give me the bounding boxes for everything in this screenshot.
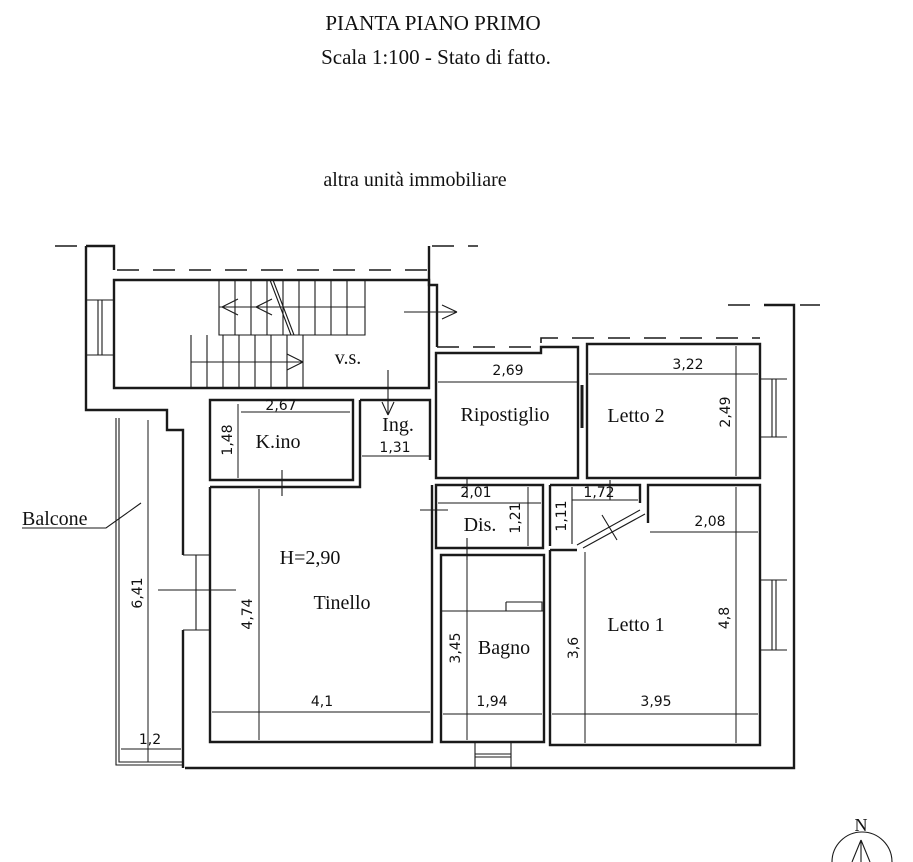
letto1-inner-width: 2,08 xyxy=(694,514,725,530)
north-compass: N xyxy=(831,815,893,862)
ripostiglio-width: 2,69 xyxy=(492,363,523,379)
neighbor-unit-label: altra unità immobiliare xyxy=(323,169,506,191)
tinello-label: Tinello xyxy=(313,592,370,614)
disimpegno-width: 2,01 xyxy=(460,485,491,501)
letto1-depth-total: 4,8 xyxy=(717,607,733,629)
room-kitchenette xyxy=(208,398,355,496)
plan-subtitle: Scala 1:100 - Stato di fatto. xyxy=(321,45,551,69)
corridor xyxy=(548,480,646,549)
plan-title: PIANTA PIANO PRIMO xyxy=(325,11,540,35)
bagno-width: 1,94 xyxy=(476,694,507,710)
balcony-width: 1,2 xyxy=(139,732,161,748)
tinello-depth: 4,74 xyxy=(240,598,256,629)
balcony xyxy=(22,418,183,766)
room-tinello xyxy=(158,485,434,744)
room-letto1 xyxy=(548,483,787,747)
balcony-label: Balcone xyxy=(22,508,88,530)
north-label: N xyxy=(855,815,868,835)
outer-walls xyxy=(84,244,796,770)
bagno-depth: 3,45 xyxy=(448,632,464,663)
kitchenette-depth: 1,48 xyxy=(220,424,236,455)
bagno-label: Bagno xyxy=(478,637,530,659)
stair-window xyxy=(86,299,114,356)
corridor-depth: 1,11 xyxy=(554,500,570,531)
letto1-label: Letto 1 xyxy=(607,614,664,636)
staircase xyxy=(190,279,458,389)
ripostiglio-label: Ripostiglio xyxy=(461,404,550,426)
room-bagno xyxy=(439,553,546,768)
kitchenette-width: 2,67 xyxy=(265,398,296,414)
letto2-label: Letto 2 xyxy=(607,405,664,427)
room-disimpegno xyxy=(420,478,545,560)
tinello-width: 4,1 xyxy=(311,694,333,710)
letto2-width: 3,22 xyxy=(672,357,703,373)
room-ripostiglio xyxy=(434,345,584,480)
kitchenette-label: K.ino xyxy=(256,431,301,453)
room-ingresso xyxy=(210,398,432,489)
disimpegno-depth: 1,21 xyxy=(508,502,524,533)
balcony-length: 6,41 xyxy=(130,577,146,608)
ceiling-height: H=2,90 xyxy=(280,547,341,569)
room-letto2 xyxy=(585,342,787,480)
letto2-depth: 2,49 xyxy=(718,396,734,427)
disimpegno-label: Dis. xyxy=(464,514,497,536)
corridor-width: 1,72 xyxy=(583,485,614,501)
letto1-depth: 3,6 xyxy=(566,637,582,659)
entry-arrow xyxy=(381,370,395,416)
letto1-width: 3,95 xyxy=(640,694,671,710)
stairwell-label: v.s. xyxy=(335,347,361,369)
ingresso-label: Ing. xyxy=(382,414,414,436)
ingresso-width: 1,31 xyxy=(379,440,410,456)
